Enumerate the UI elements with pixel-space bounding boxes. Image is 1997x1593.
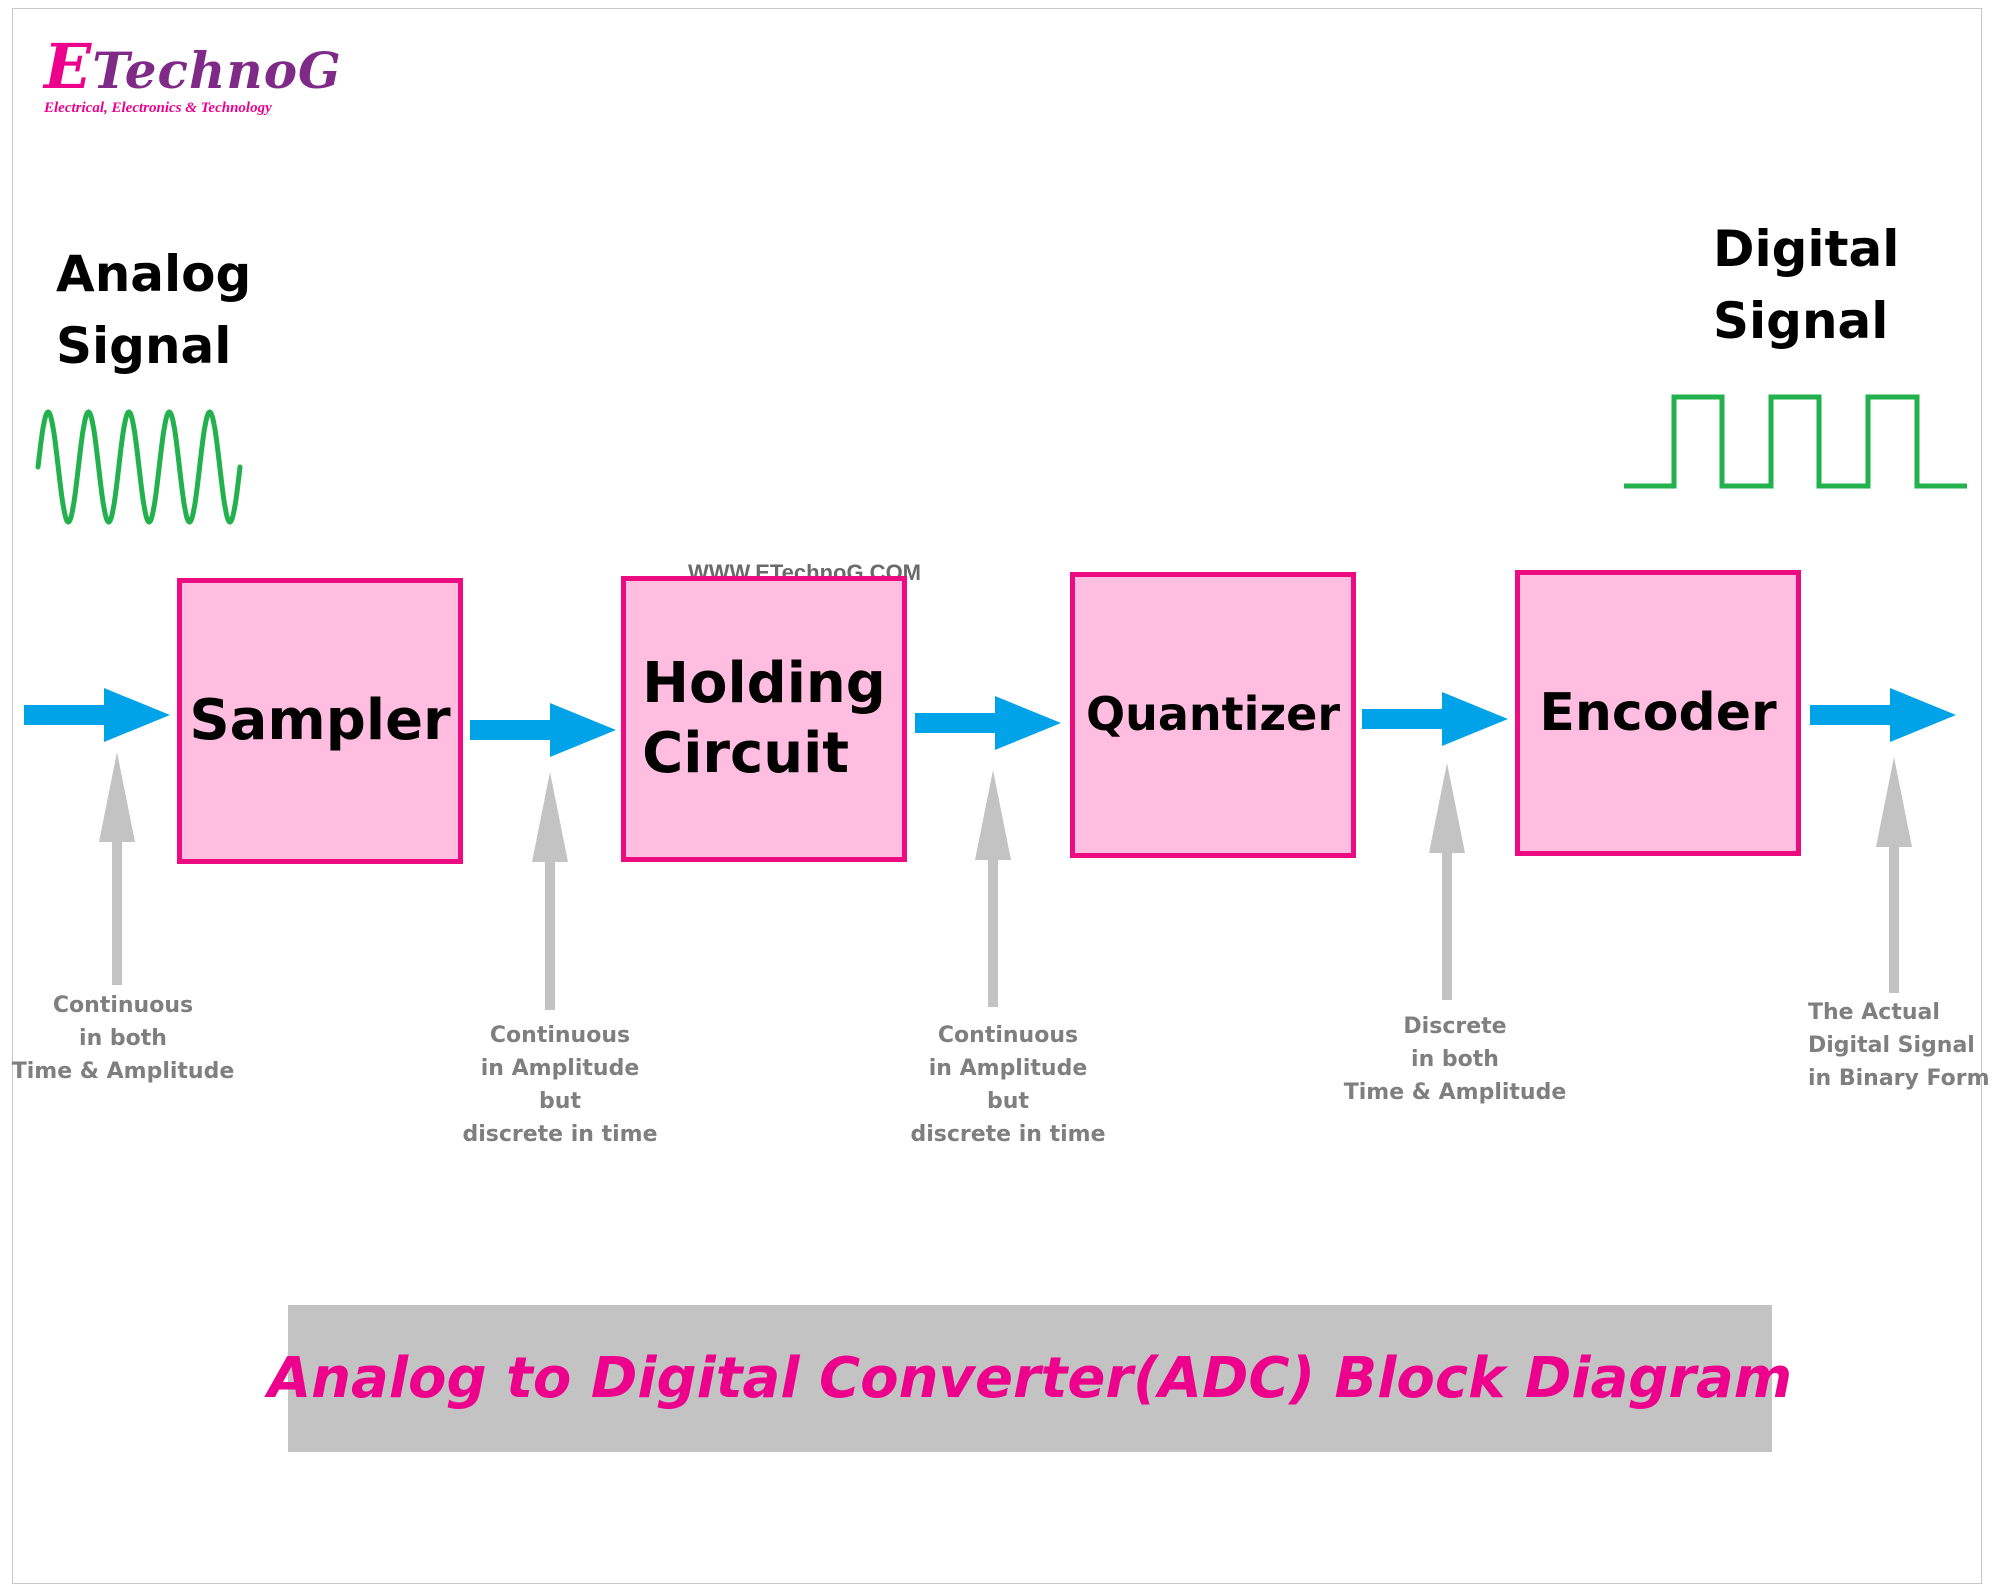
digital-signal-label-line1: Digital [1713, 220, 1900, 278]
note-analog-input-line3: Time & Amplitude [11, 1059, 235, 1084]
holding-circuit-block: Holding Circuit [621, 576, 907, 862]
pointer-arrow-5 [1876, 757, 1912, 993]
sampler-label: Sampler [189, 686, 450, 756]
diagram-title: Analog to Digital Converter(ADC) Block D… [267, 1346, 1793, 1411]
pointer-arrow-1 [99, 752, 135, 985]
quantizer-to-encoder-arrow [1362, 692, 1508, 746]
note-digital-output-line1: The Actual [1808, 1000, 1940, 1025]
holding-circuit-label-line2: Circuit [642, 721, 850, 786]
note-digital-output-line2: Digital Signal [1808, 1033, 1975, 1058]
note-digital-output-line3: in Binary Form [1808, 1066, 1990, 1091]
digital-square-wave [1624, 394, 1967, 489]
note-quantized-signal-line1: Discrete [1403, 1014, 1507, 1039]
encoder-label-line1: Encoder [1539, 682, 1777, 743]
etechnog-logo: ETechnoG Electrical, Electronics & Techn… [44, 36, 342, 117]
note-held-signal-line1: Continuous [937, 1023, 1079, 1048]
note-digital-output: The Actual Digital Signal in Binary Form [1808, 996, 1990, 1095]
quantizer-block: Quantizer [1070, 572, 1356, 858]
note-held-signal: Continuous in Amplitude but discrete in … [898, 1019, 1118, 1151]
sampler-block: Sampler [177, 578, 463, 864]
logo-tagline: Electrical, Electronics & Technology [44, 100, 272, 116]
encoder-block: Encoder [1515, 570, 1801, 856]
holding-circuit-label: Holding Circuit [642, 649, 886, 789]
note-quantized-signal-line3: Time & Amplitude [1343, 1080, 1567, 1105]
analog-sine-wave [35, 409, 243, 525]
pointer-arrow-2 [532, 772, 568, 1010]
signal-flow-arrows [24, 688, 1956, 757]
digital-signal-label-line2: Signal [1713, 292, 1889, 350]
note-sampled-signal-line4: discrete in time [462, 1122, 658, 1147]
analog-signal-label-line2: Signal [56, 317, 232, 375]
note-held-signal-line2: in Amplitude [928, 1056, 1088, 1081]
quantizer-label-line1: Quantizer [1085, 687, 1341, 742]
note-sampled-signal-line1: Continuous [489, 1023, 631, 1048]
holding-to-quantizer-arrow [915, 696, 1061, 750]
note-analog-input-line1: Continuous [52, 993, 194, 1018]
input-flow-arrow [24, 688, 170, 742]
note-held-signal-line3: but [987, 1089, 1029, 1114]
holding-circuit-label-line1: Holding [642, 651, 886, 716]
output-flow-arrow [1810, 688, 1956, 742]
note-quantized-signal-line2: in both [1411, 1047, 1499, 1072]
logo-name: TechnoG [92, 41, 342, 100]
digital-signal-label: Digital Signal [1713, 213, 1899, 357]
pointer-arrow-3 [975, 770, 1011, 1007]
note-analog-input-line2: in both [79, 1026, 167, 1051]
note-sampled-signal-line2: in Amplitude [480, 1056, 640, 1081]
note-quantized-signal: Discrete in both Time & Amplitude [1340, 1010, 1570, 1109]
pointer-arrow-4 [1429, 763, 1465, 1000]
encoder-label: Encoder [1539, 681, 1776, 746]
diagram-title-banner: Analog to Digital Converter(ADC) Block D… [268, 1305, 1792, 1452]
quantizer-label: Quantizer [1086, 686, 1340, 744]
note-sampled-signal-line3: but [539, 1089, 581, 1114]
note-sampled-signal: Continuous in Amplitude but discrete in … [450, 1019, 670, 1151]
sampler-to-holding-arrow [470, 703, 616, 757]
annotation-pointer-arrows [99, 752, 1912, 1010]
analog-signal-label: Analog Signal [56, 238, 251, 382]
analog-signal-label-line1: Analog [56, 245, 252, 303]
logo-wordmark: ETechnoG [44, 36, 342, 98]
note-analog-input: Continuous in both Time & Amplitude [0, 989, 246, 1088]
note-held-signal-line4: discrete in time [910, 1122, 1106, 1147]
logo-initial: E [44, 30, 93, 103]
sampler-label-line1: Sampler [189, 688, 451, 753]
diagram-frame [12, 8, 1982, 1584]
